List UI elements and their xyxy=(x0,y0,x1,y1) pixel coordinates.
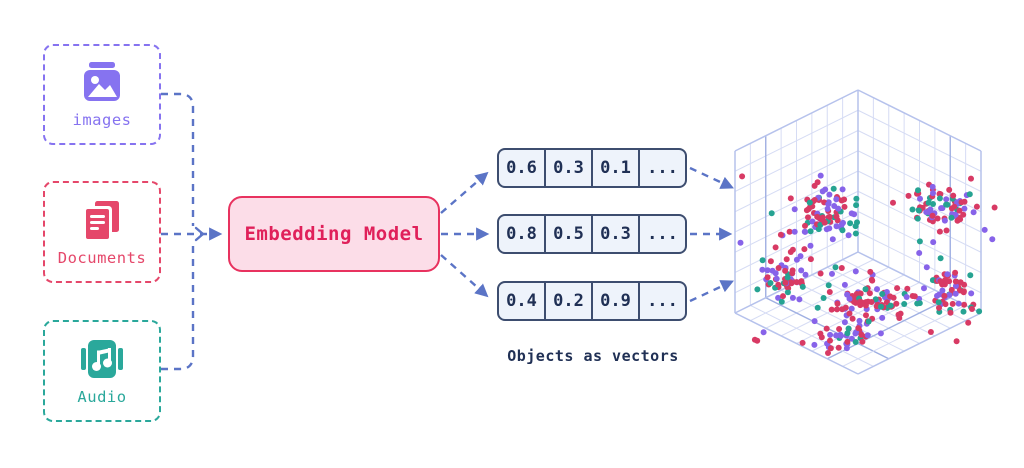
vector-cell: 0.9 xyxy=(591,283,638,319)
connector-vector1-to-space xyxy=(689,166,734,189)
input-label-images: images xyxy=(72,111,132,129)
vector-row-1: 0.6 0.3 0.1 ... xyxy=(497,148,687,188)
vector-cell: 0.6 xyxy=(506,158,537,178)
document-icon xyxy=(83,200,119,242)
connector-audio-to-merge xyxy=(161,242,195,371)
audio-icon xyxy=(81,339,123,378)
vector-cell: 0.3 xyxy=(591,216,638,252)
merge-chevron-icon xyxy=(194,226,205,242)
vector-cell: 0.5 xyxy=(544,216,591,252)
vector-row-3: 0.4 0.2 0.9 ... xyxy=(497,281,687,321)
input-label-audio: Audio xyxy=(77,387,127,406)
caption-objects-as-vectors: Objects as vectors xyxy=(507,347,679,365)
connector-vector3-to-space xyxy=(689,280,734,303)
connector-model-to-vector1 xyxy=(440,171,489,214)
connector-model-to-vector3 xyxy=(440,254,489,298)
vector-cell: ... xyxy=(638,216,685,252)
vector-space-scatter-plot xyxy=(734,89,998,375)
input-box-images: images xyxy=(43,44,161,145)
image-icon xyxy=(84,62,120,101)
embedding-model-box: Embedding Model xyxy=(228,196,440,272)
embedding-model-label: Embedding Model xyxy=(244,223,424,245)
vector-cell: 0.1 xyxy=(591,150,638,186)
vector-cell: ... xyxy=(638,283,685,319)
vector-cell: 0.4 xyxy=(506,291,537,311)
vector-cell: 0.8 xyxy=(506,224,537,244)
input-box-documents: Documents xyxy=(43,181,161,283)
input-label-documents: Documents xyxy=(57,248,147,267)
vector-cell: 0.3 xyxy=(544,150,591,186)
connector-images-to-merge xyxy=(161,92,195,226)
input-box-audio: Audio xyxy=(43,320,161,422)
vector-cell: ... xyxy=(638,150,685,186)
vector-row-2: 0.8 0.5 0.3 ... xyxy=(497,214,687,254)
vector-cell: 0.2 xyxy=(544,283,591,319)
